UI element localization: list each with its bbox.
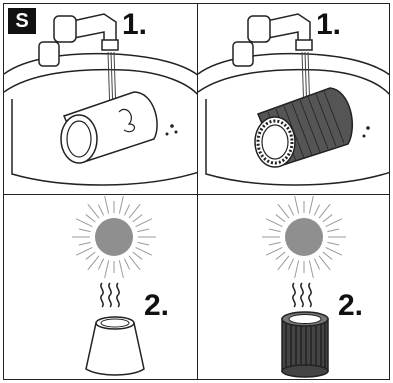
paper-filter-icon	[61, 92, 178, 163]
sun-ray	[276, 215, 285, 222]
sun-ray	[327, 242, 339, 245]
sun-ray	[288, 205, 293, 216]
sun-ray	[266, 219, 282, 227]
sun-ray	[295, 196, 299, 214]
rinse-pleated-filter-illustration	[198, 4, 390, 195]
sun-ray	[309, 196, 313, 214]
step-label: 1.	[316, 10, 341, 40]
dry-paper-filter-illustration	[4, 195, 198, 380]
sun-ray	[323, 252, 332, 259]
sun-ray	[119, 260, 123, 278]
sun-ray	[327, 229, 339, 232]
sun-ray	[137, 242, 149, 245]
dry-pleated-filter-illustration	[198, 195, 390, 380]
sun-ray	[314, 259, 319, 270]
sun-ray	[88, 204, 99, 218]
sun-ray	[326, 247, 342, 255]
pleated-filter-icon	[255, 88, 370, 167]
sun-ray	[133, 215, 142, 222]
pleated-filter-icon	[282, 312, 328, 377]
sun-ray	[86, 215, 95, 222]
sun-ray	[278, 256, 289, 270]
sun-ray	[319, 256, 330, 270]
step-label: 1.	[122, 10, 147, 40]
sun-ray	[76, 219, 92, 227]
step-label: 2.	[338, 291, 363, 321]
sun-ray	[124, 259, 129, 270]
sun-ray	[309, 260, 313, 278]
tap-icon	[233, 14, 312, 66]
sun-ray	[133, 252, 142, 259]
sun-ray	[88, 256, 99, 270]
section-badge: S	[8, 8, 36, 34]
sun-ray	[98, 259, 103, 270]
tap-icon	[39, 14, 118, 66]
panel-rinse-paper-filter: S 1.	[3, 3, 198, 195]
heat-waves-icon	[293, 283, 311, 307]
sun-ray	[119, 196, 123, 214]
sun-ray	[79, 229, 91, 232]
sun-ray	[137, 229, 149, 232]
sun-ray	[278, 204, 289, 218]
sun-ray	[76, 247, 92, 255]
panel-dry-pleated-filter: 2.	[197, 194, 390, 380]
sun-icon	[72, 196, 156, 278]
sun-ray	[295, 260, 299, 278]
sun-ray	[269, 229, 281, 232]
sun-ray	[323, 215, 332, 222]
paper-filter-icon	[86, 317, 144, 375]
sun-ray	[105, 196, 109, 214]
sun-disc	[285, 218, 323, 256]
sun-ray	[129, 204, 140, 218]
sun-ray	[79, 242, 91, 245]
heat-waves-icon	[101, 283, 119, 307]
sun-ray	[136, 247, 152, 255]
sun-ray	[129, 256, 140, 270]
sun-ray	[124, 205, 129, 216]
sun-ray	[269, 242, 281, 245]
step-label: 2.	[144, 291, 169, 321]
sun-ray	[314, 205, 319, 216]
sun-disc	[95, 218, 133, 256]
sun-ray	[288, 259, 293, 270]
sun-ray	[326, 219, 342, 227]
sun-ray	[86, 252, 95, 259]
sun-ray	[319, 204, 330, 218]
sun-ray	[276, 252, 285, 259]
sun-ray	[98, 205, 103, 216]
sun-icon	[262, 196, 346, 278]
sun-ray	[136, 219, 152, 227]
sun-ray	[266, 247, 282, 255]
panel-rinse-pleated-filter: 1.	[197, 3, 390, 195]
panel-dry-paper-filter: 2.	[3, 194, 198, 380]
sun-ray	[105, 260, 109, 278]
